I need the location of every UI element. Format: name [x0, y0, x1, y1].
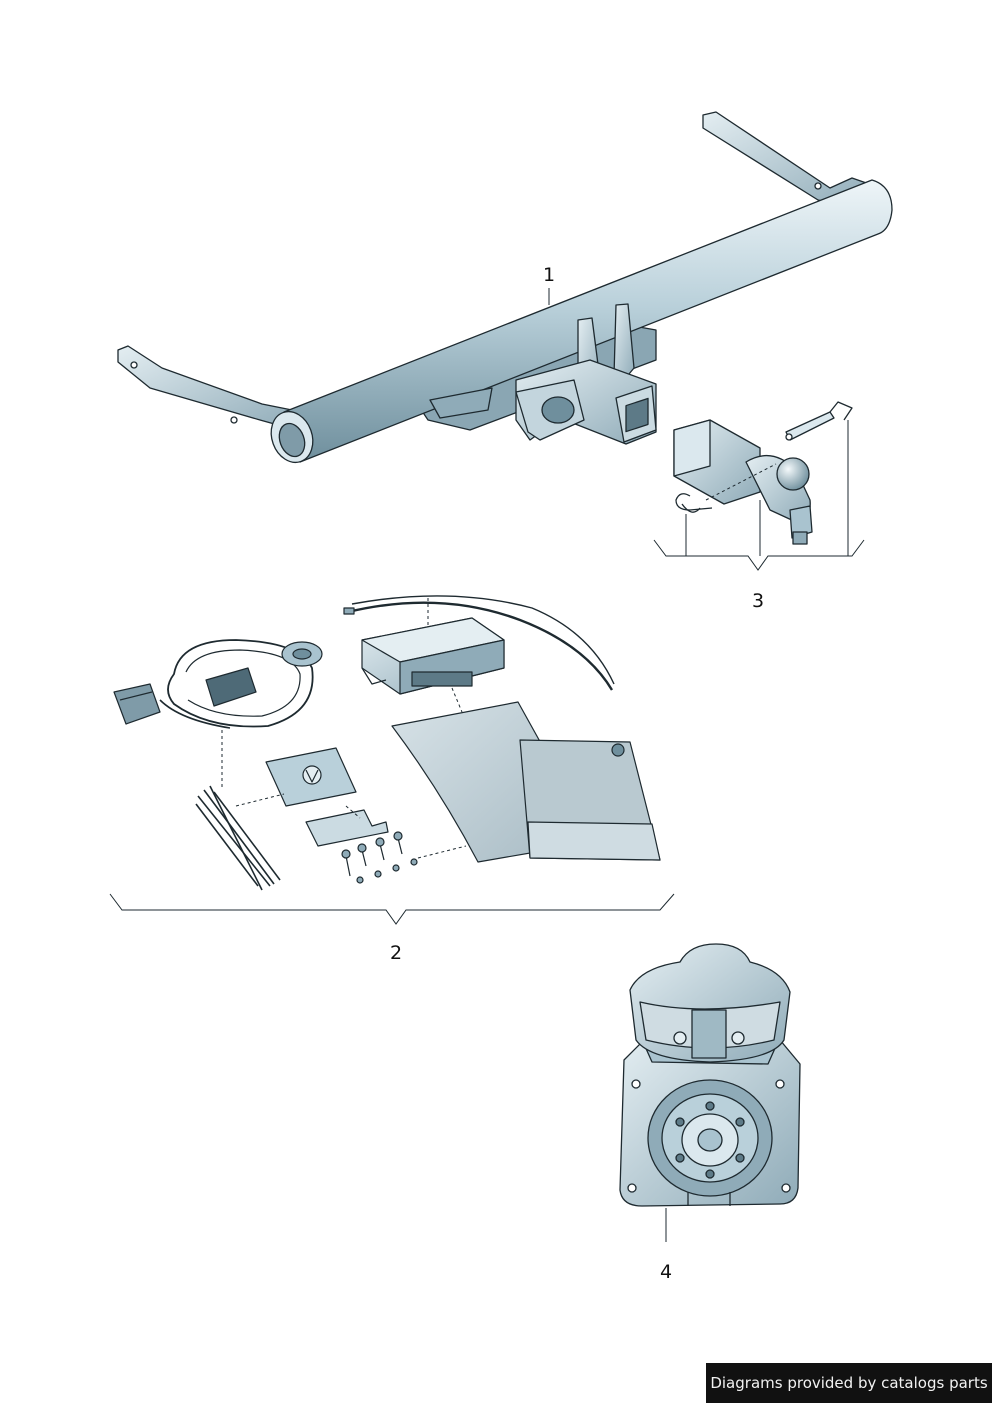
tow-ball: [776, 457, 810, 491]
harness-connector: [113, 683, 161, 725]
assembly-dashed-line: [705, 463, 777, 501]
credit-banner: Diagrams provided by catalogs parts: [706, 1363, 992, 1403]
kit-dashed-leaders: [221, 598, 467, 859]
callout-number-4: 4: [659, 1261, 673, 1283]
cable-ties: [195, 785, 281, 891]
electrical-kit: [113, 595, 661, 891]
towbar-crossmember: [117, 111, 893, 464]
screws: [341, 831, 418, 884]
ball-mount-assembly: [673, 401, 853, 545]
trailer-socket: [619, 943, 801, 1207]
callout-number-3: 3: [751, 590, 765, 612]
callout-bracket-3: [653, 420, 865, 571]
callout-number-1: 1: [542, 264, 556, 286]
callout-number-2: 2: [389, 942, 403, 964]
callout-bracket-2: [109, 893, 675, 925]
